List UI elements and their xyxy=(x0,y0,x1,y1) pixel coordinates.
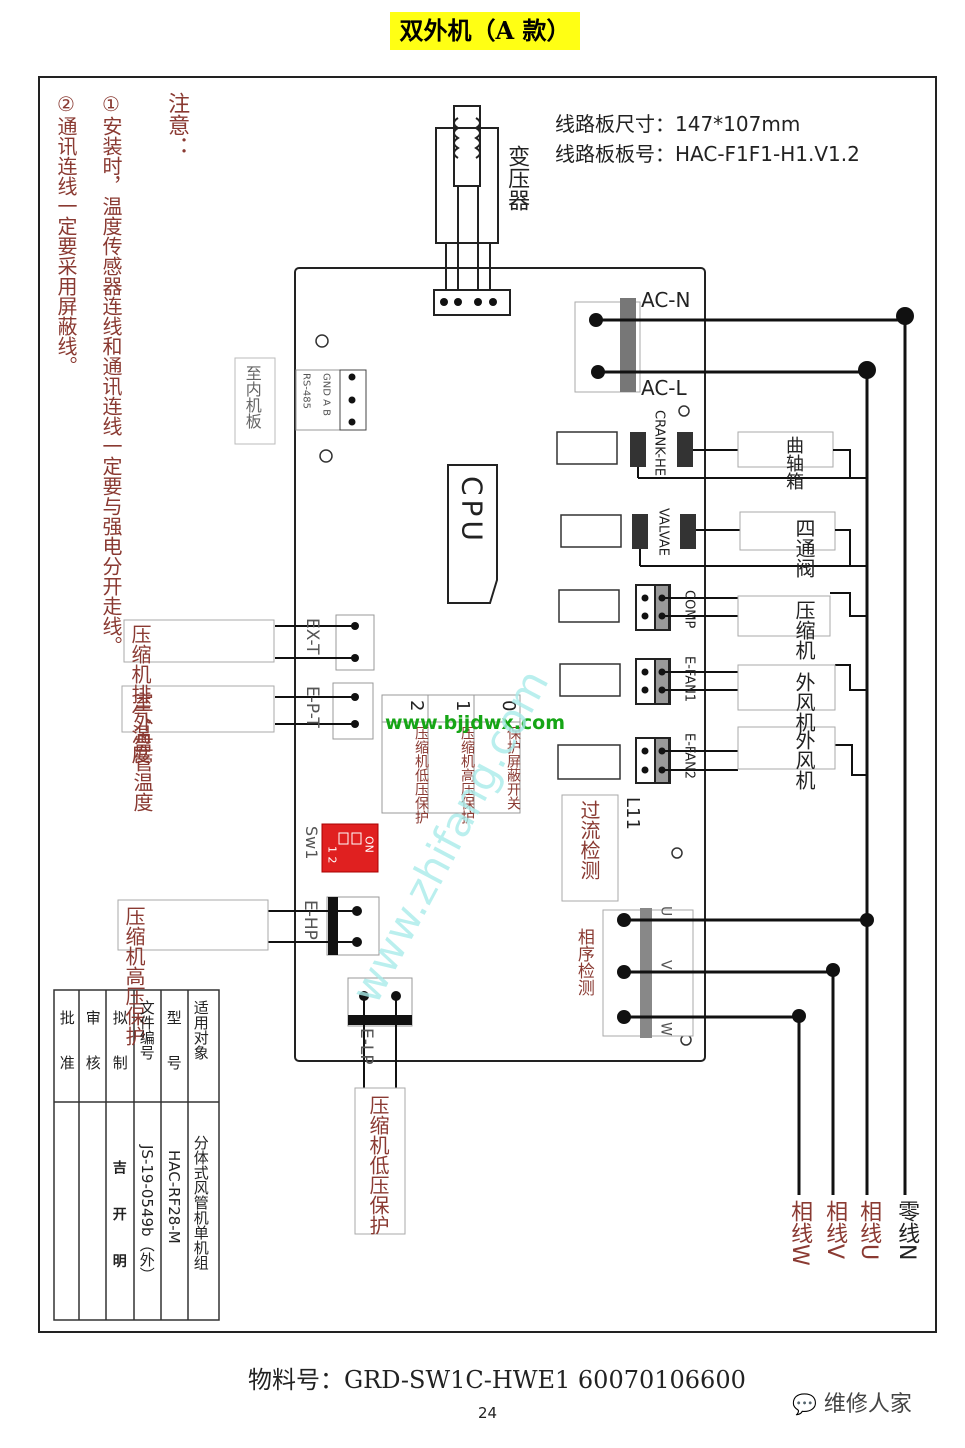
pcb-size-label: 线路板尺寸：147*107mm xyxy=(555,112,801,136)
sw1-pins-label: 1 2 xyxy=(325,846,339,864)
notes-heading: 注意： xyxy=(164,92,190,158)
ac-n-label: AC-N xyxy=(641,288,691,312)
phase-u-wire-label: 相线U xyxy=(856,1200,882,1261)
info-label-review: 审核 xyxy=(83,1010,102,1100)
rs485-pins-label: GND A B xyxy=(320,373,332,416)
transformer-symbol xyxy=(435,105,499,290)
fan2-label: 外风机 xyxy=(792,730,816,790)
ehp-label: E-HP xyxy=(299,900,320,940)
dip-text-1: 压缩机高压保护 xyxy=(459,726,475,824)
efan1-label: E-FAN1 xyxy=(681,656,697,703)
compressor-label: 压缩机 xyxy=(792,600,816,660)
dip-text-0: 保护屏蔽开关 xyxy=(505,726,521,810)
overcurrent-label: 过流检测 xyxy=(577,800,601,880)
pcb-outline xyxy=(294,267,706,1062)
low-pressure-label: 压缩机低压保护 xyxy=(366,1095,390,1235)
info-label-draft: 拟制 xyxy=(110,1010,129,1100)
ext-label: EX-T xyxy=(301,618,322,655)
efan2-label: E-FAN2 xyxy=(681,733,697,780)
cpu-label: CPU xyxy=(455,476,489,545)
l11-label: L11 xyxy=(621,797,643,830)
valve-label: VALVAE xyxy=(655,508,671,556)
info-label-approve: 批准 xyxy=(57,1010,76,1100)
crank-heater-label: 曲轴箱 xyxy=(783,436,804,490)
neutral-wire-label: 零线N xyxy=(894,1200,920,1261)
indoor-board-label: 至内机板 xyxy=(242,365,262,429)
info-value-docno: JS-19-0549b（外） xyxy=(137,1145,156,1282)
high-pressure-label: 压缩机高压保护 xyxy=(122,906,146,1046)
crank-label: CRANK-HE xyxy=(651,410,667,477)
dip-head-0: 0 xyxy=(497,700,519,712)
ept-label: E-P-T xyxy=(301,686,322,728)
info-label-docno: 文件编号 xyxy=(137,1000,156,1060)
u-label: U xyxy=(657,906,674,917)
outer-frame xyxy=(38,76,937,1333)
page-number: 24 xyxy=(478,1404,498,1422)
pcb-model-label: 线路板板号：HAC-F1F1-H1.V1.2 xyxy=(555,142,860,166)
transformer-label: 变压器 xyxy=(504,145,530,211)
info-label-model: 型号 xyxy=(164,1010,183,1100)
sw1-label: Sw1 xyxy=(301,826,321,860)
notes-line1: ①安装时，温度传感器连线和通讯连线一定要与强电分开走线。 xyxy=(99,92,123,656)
phase-w-wire-label: 相线W xyxy=(787,1200,813,1266)
coil-temp-label: 室外盘管温度 xyxy=(130,692,154,812)
cpu-chip xyxy=(447,464,498,604)
dip-head-1: 1 xyxy=(451,700,473,712)
ac-l-label: AC-L xyxy=(641,376,687,400)
elp-label: E-LP xyxy=(355,1028,376,1065)
chat-bubble-icon: 💬 xyxy=(792,1392,817,1416)
discharge-temp-label: 压缩机排气温度 xyxy=(128,624,152,764)
dip-text-2: 压缩机低压保护 xyxy=(413,726,429,824)
material-number: 物料号：GRD-SW1C-HWE1 60070106600 xyxy=(248,1366,746,1394)
info-value-applicable: 分体式风管机单机组 xyxy=(191,1135,210,1270)
info-value-model: HAC-RF28-M xyxy=(164,1150,183,1244)
info-table-grid xyxy=(53,989,220,1321)
comp-label: COMP xyxy=(681,590,697,629)
phase-detect-label: 相序检测 xyxy=(573,928,594,996)
notes-line2: ②通讯连线一定要采用屏蔽线。 xyxy=(54,92,78,376)
phase-v-wire-label: 相线V xyxy=(822,1200,848,1260)
four-way-valve-label: 四通阀 xyxy=(792,518,816,578)
w-label: W xyxy=(657,1022,674,1036)
info-label-applicable: 适用对象 xyxy=(191,1000,210,1060)
watermark-url: www.bjjdwx.com xyxy=(385,712,566,734)
brand-logo: 💬 维修人家 xyxy=(792,1394,912,1416)
brand-name: 维修人家 xyxy=(823,1392,912,1417)
dip-head-2: 2 xyxy=(405,700,427,712)
sw1-on-label: ON xyxy=(362,836,376,853)
rs485-label: RS-485 xyxy=(300,373,312,409)
page-title: 双外机（A 款） xyxy=(390,12,580,50)
v-label: V xyxy=(657,960,674,970)
sw1-switch xyxy=(321,823,379,873)
info-value-draft: 吉 开 明 xyxy=(110,1160,127,1282)
fan1-label: 外风机 xyxy=(792,672,816,732)
